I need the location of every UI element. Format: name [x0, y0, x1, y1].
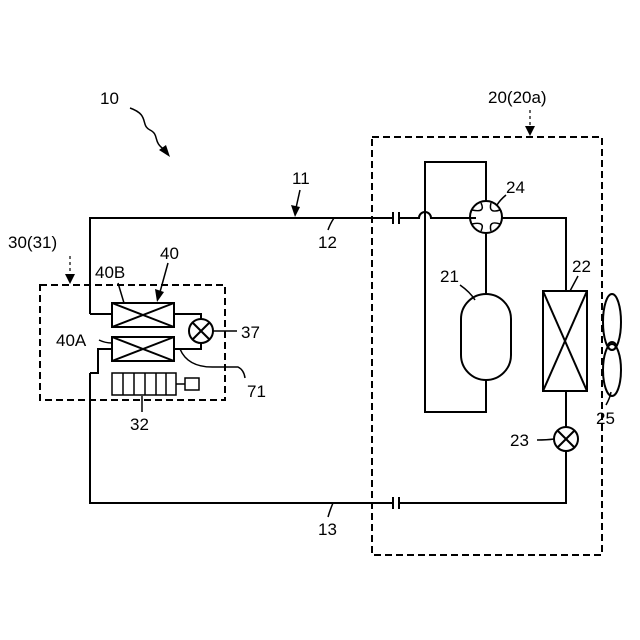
label-pipe-11: 11	[292, 169, 310, 188]
label-heat-exchanger-40b: 40B	[95, 263, 125, 282]
leader-13	[328, 503, 333, 517]
leader-11-arrow	[291, 205, 300, 217]
compressor	[461, 294, 511, 380]
gas-pipe-12-outdoor	[399, 212, 476, 218]
pipe-valve-to-hx22	[502, 218, 566, 291]
leader-40	[160, 263, 168, 292]
label-pipe-12: 12	[318, 233, 337, 252]
label-heat-exchanger-40a: 40A	[56, 331, 87, 350]
gas-pipe-12	[90, 218, 393, 314]
pipe-valve-to-suction	[425, 162, 486, 412]
leader-outdoor-unit-arrow	[525, 126, 535, 136]
indoor-component-32	[112, 373, 199, 395]
label-heat-exchanger-22: 22	[572, 257, 591, 276]
leader-10	[130, 108, 165, 150]
leader-24	[497, 195, 506, 205]
label-compressor-21: 21	[440, 267, 459, 286]
pipe-40a-to-valve37	[174, 343, 201, 349]
label-valve-23: 23	[510, 431, 529, 450]
heat-exchanger-40b	[112, 303, 174, 327]
leader-40a	[99, 340, 112, 343]
leader-71	[180, 349, 245, 378]
leader-22	[570, 276, 578, 291]
indoor-expansion-valve	[189, 319, 213, 343]
leader-indoor-unit-arrow	[65, 274, 75, 284]
leader-40-arrow	[155, 289, 164, 302]
label-heat-exchanger-40: 40	[160, 244, 179, 263]
label-four-way-valve-24: 24	[506, 178, 525, 197]
label-valve-37: 37	[241, 323, 260, 342]
liquid-pipe-13-outdoor	[399, 451, 566, 503]
label-indoor-unit: 30(31)	[8, 233, 57, 252]
label-fan-25: 25	[596, 409, 615, 428]
outdoor-expansion-valve	[554, 427, 578, 451]
label-pipe-13: 13	[318, 520, 337, 539]
liquid-pipe-13	[90, 373, 393, 503]
outdoor-fan	[603, 294, 621, 396]
outdoor-heat-exchanger	[543, 291, 587, 391]
label-outdoor-unit: 20(20a)	[488, 88, 547, 107]
leader-11	[296, 190, 300, 208]
pipe-40b-to-valve37	[174, 314, 201, 319]
leader-23	[537, 439, 554, 440]
label-component-32: 32	[130, 415, 149, 434]
heat-exchanger-40a	[112, 337, 174, 361]
pipe-main-to-40a	[90, 349, 112, 373]
leader-12	[328, 218, 334, 230]
leader-21	[460, 285, 475, 300]
label-pipe-71: 71	[247, 382, 266, 401]
label-system-10: 10	[100, 89, 119, 108]
